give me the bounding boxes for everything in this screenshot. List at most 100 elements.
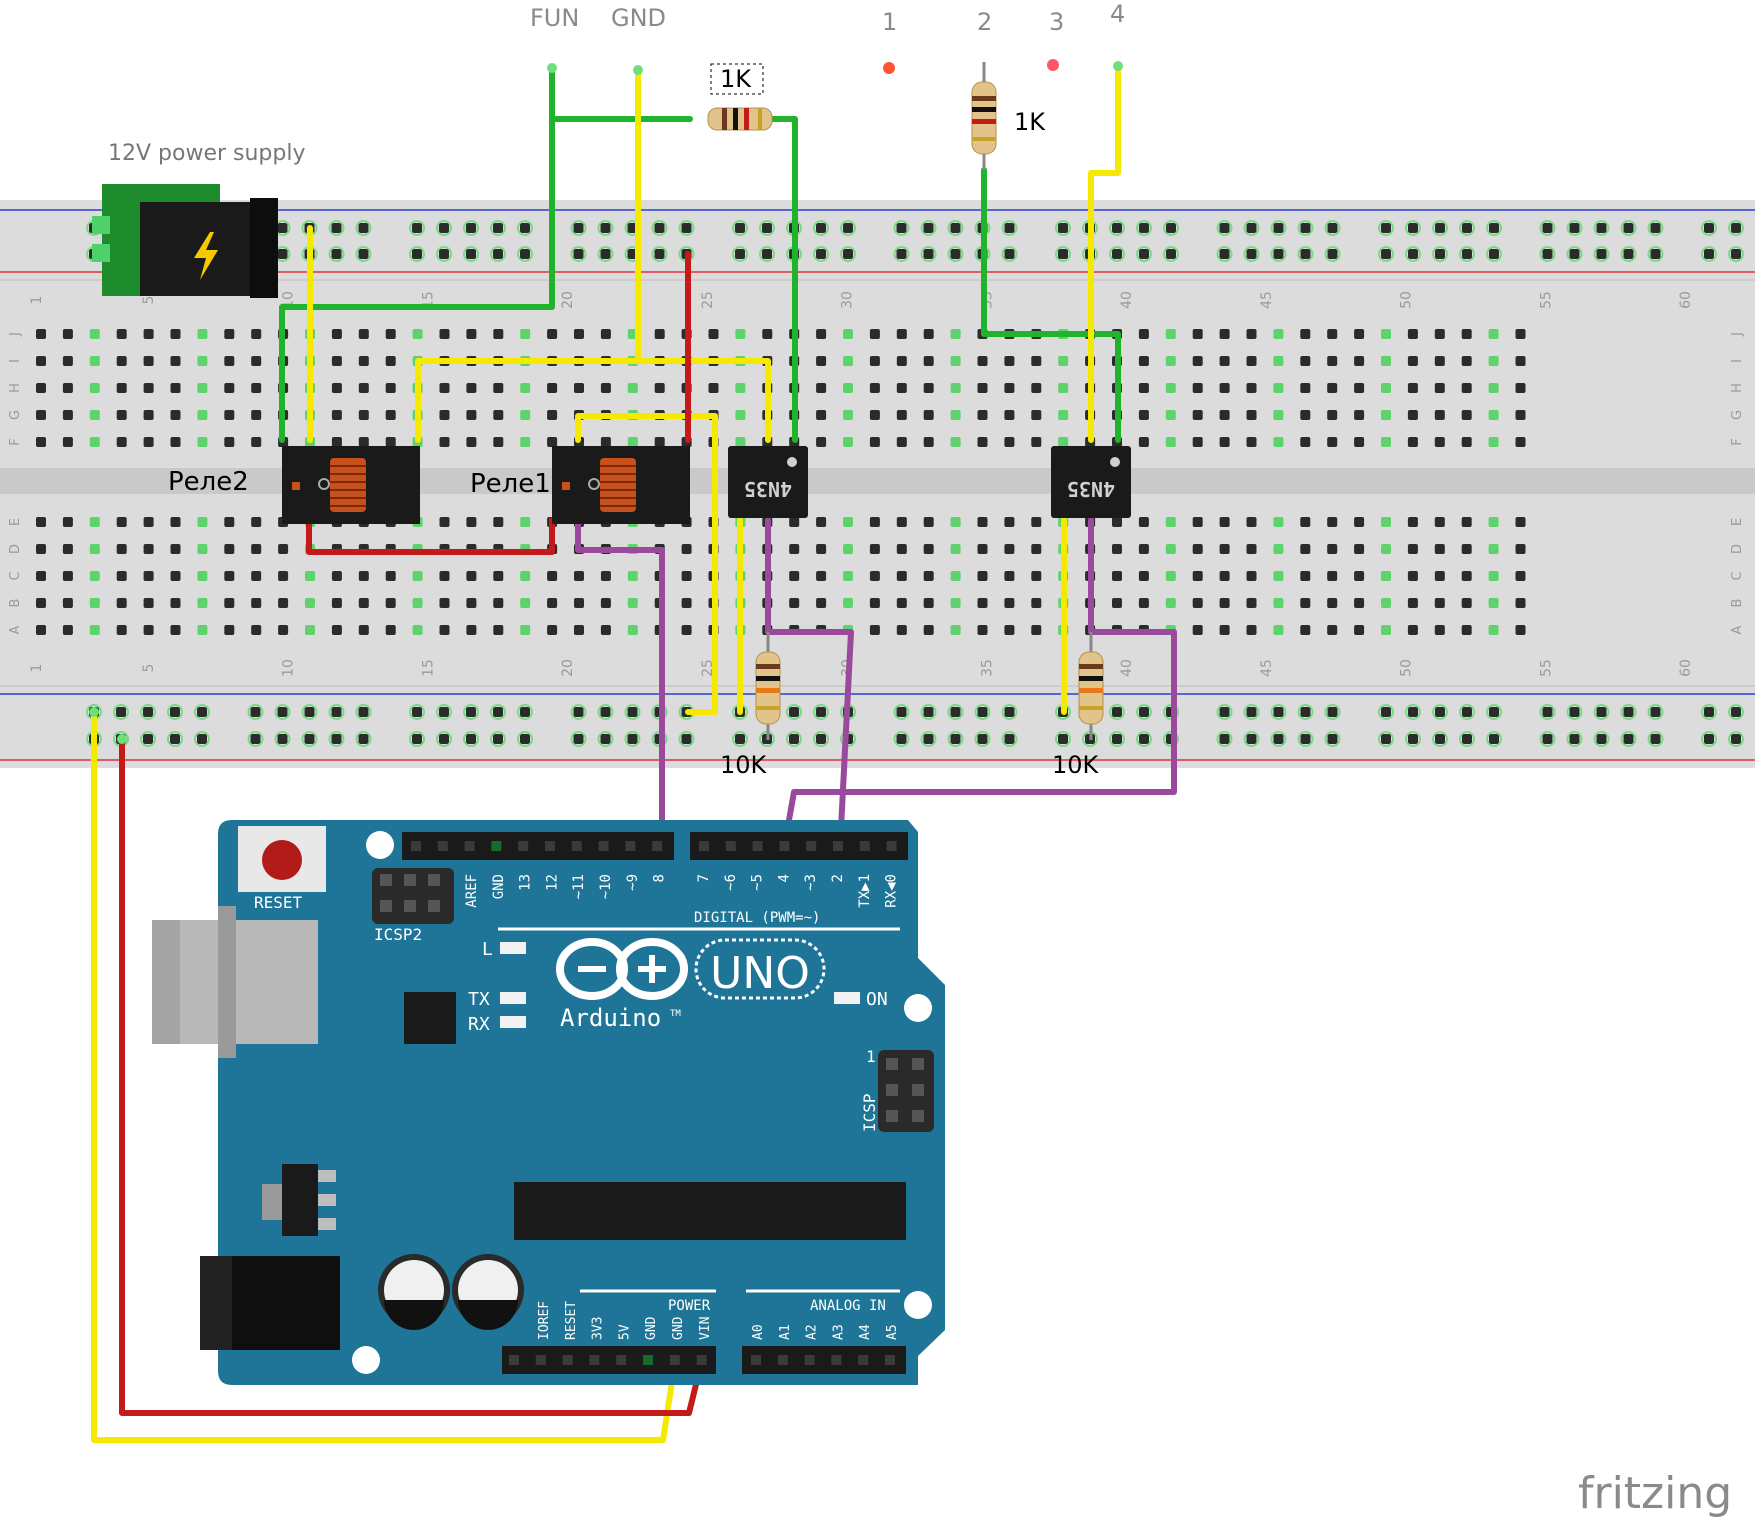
breadboard-hole — [1246, 544, 1257, 554]
breadboard-hole — [1192, 356, 1203, 366]
breadboard-hole — [869, 598, 880, 608]
wire-endpoints — [89, 61, 1123, 744]
rail-hole-ring — [1459, 704, 1475, 720]
breadboard-hole — [251, 437, 262, 447]
digital-pin-label: 2 — [830, 874, 846, 882]
icsp-pin1-label: 1 — [866, 1047, 876, 1066]
rail-hole — [1489, 223, 1499, 233]
rail-hole-ring — [1647, 220, 1664, 236]
rail-hole — [250, 734, 261, 744]
rail-hole — [1219, 249, 1230, 259]
rail-hole — [735, 223, 745, 233]
breadboard-hole — [923, 356, 934, 366]
rail-hole-ring — [1539, 220, 1556, 236]
relay-2-label: Реле2 — [168, 467, 249, 497]
rail-hole — [573, 734, 584, 744]
breadboard-row-letter: B — [1730, 599, 1745, 608]
rail-hole — [439, 707, 449, 717]
logo-brand-text: Arduino — [560, 1004, 661, 1032]
breadboard-hole — [1300, 383, 1311, 393]
header-pin — [833, 841, 843, 851]
breadboard-hole — [1488, 598, 1499, 608]
breadboard-hole — [1354, 625, 1365, 635]
rail-hole-ring — [1486, 704, 1502, 720]
rail-hole-ring — [1270, 731, 1287, 747]
rail-hole — [493, 223, 503, 233]
breadboard-hole — [735, 383, 746, 393]
rail-hole — [1435, 707, 1445, 717]
digital-header-right — [690, 832, 908, 860]
rail-hole — [1731, 734, 1741, 744]
breadboard-hole — [1515, 356, 1526, 366]
analog-pin-label: A1 — [778, 1324, 793, 1340]
power-pin-label: GND — [644, 1316, 659, 1340]
breadboard-hole — [143, 544, 154, 554]
breadboard-hole — [789, 598, 800, 608]
rail-hole-ring — [167, 704, 183, 720]
breadboard-row-letter: J — [1730, 332, 1745, 337]
breadboard-hole — [143, 437, 154, 447]
voltage-regulator — [282, 1164, 318, 1236]
relay-1-label: Реле1 — [470, 469, 551, 499]
breadboard-hole — [977, 544, 988, 554]
digital-pin-label: GND — [491, 874, 507, 899]
rail-hole-ring — [1109, 246, 1125, 262]
breadboard-hole — [116, 544, 127, 554]
breadboard-hole — [1354, 571, 1365, 581]
breadboard-column-number: 60 — [1678, 291, 1694, 309]
breadboard-hole — [278, 625, 289, 635]
rail-hole — [1542, 707, 1553, 717]
breadboard-hole — [170, 517, 181, 527]
breadboard-hole — [627, 625, 638, 635]
led-tx — [500, 992, 526, 1004]
breadboard-column-number: 40 — [1119, 291, 1135, 309]
breadboard-hole — [1031, 356, 1042, 366]
resistor-pulldown-2-value: 10K — [1052, 751, 1100, 779]
breadboard-hole — [1192, 410, 1203, 420]
rail-hole — [1058, 223, 1068, 233]
breadboard-hole — [1354, 517, 1365, 527]
breadboard-hole — [1273, 544, 1284, 554]
rail-hole-ring — [732, 220, 748, 236]
analog-pin-label: A3 — [831, 1324, 846, 1340]
rail-hole — [170, 707, 180, 717]
breadboard-hole — [1219, 598, 1230, 608]
breadboard-hole — [869, 544, 880, 554]
breadboard-hole — [385, 356, 396, 366]
breadboard-hole — [520, 329, 531, 339]
power-header-label: POWER — [668, 1298, 711, 1314]
breadboard-hole — [358, 571, 369, 581]
breadboard-hole — [1219, 356, 1230, 366]
indicator-3-dot — [1047, 59, 1059, 71]
breadboard-hole — [1327, 410, 1338, 420]
breadboard-hole — [896, 410, 907, 420]
reset-button[interactable]: RESET — [238, 826, 326, 912]
analog-header — [742, 1346, 906, 1374]
rail-hole — [1731, 249, 1741, 259]
breadboard-hole — [439, 437, 450, 447]
rail-hole — [816, 734, 826, 744]
rail-hole-ring — [517, 704, 533, 720]
breadboard-hole — [385, 571, 396, 581]
rail-hole — [1542, 734, 1553, 744]
breadboard-hole — [735, 437, 746, 447]
rail-hole — [358, 734, 369, 744]
digital-pin-label: TX▶1 — [857, 874, 873, 908]
rail-hole-ring — [1728, 220, 1744, 236]
breadboard-hole — [36, 598, 46, 608]
breadboard-hole — [1058, 356, 1069, 366]
rail-hole — [520, 734, 530, 744]
breadboard-hole — [1273, 517, 1284, 527]
rail-hole — [735, 249, 745, 259]
rail-hole — [1569, 249, 1580, 259]
breadboard-hole — [627, 437, 638, 447]
breadboard-hole — [950, 625, 961, 635]
rail-hole — [520, 223, 530, 233]
breadboard-hole — [1434, 437, 1445, 447]
breadboard-hole — [251, 598, 262, 608]
breadboard-column-number: 25 — [700, 659, 716, 677]
breadboard-hole — [1031, 517, 1042, 527]
breadboard-hole — [1246, 437, 1257, 447]
